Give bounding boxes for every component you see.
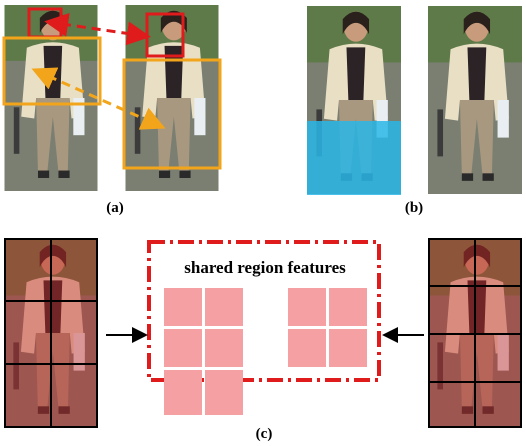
left-region-tiles [164, 288, 243, 415]
shared-region-frame [147, 240, 381, 382]
panel-b-image-right [428, 5, 522, 195]
body-box-right [122, 58, 222, 170]
body-box-left [2, 36, 102, 106]
panel-c-label: (c) [255, 426, 273, 442]
panel-b-image-left [307, 5, 401, 195]
occlusion-overlay [307, 121, 401, 195]
panel-c-image-right [428, 238, 522, 428]
shared-region-diagram [106, 240, 424, 415]
head-box-right [145, 12, 185, 58]
shared-region-title: shared region features [184, 258, 346, 277]
panel-b-label: (b) [404, 200, 424, 216]
panel-a-annotations [2, 7, 222, 170]
panel-a-label: (a) [106, 200, 124, 216]
grid-right [428, 238, 522, 428]
panel-c-image-left [4, 238, 98, 428]
right-region-tiles [288, 288, 367, 367]
body-correspondence-arrow [31, 67, 166, 130]
grid-left [4, 238, 98, 428]
head-box-left [27, 7, 63, 39]
head-correspondence-arrow [44, 12, 151, 46]
